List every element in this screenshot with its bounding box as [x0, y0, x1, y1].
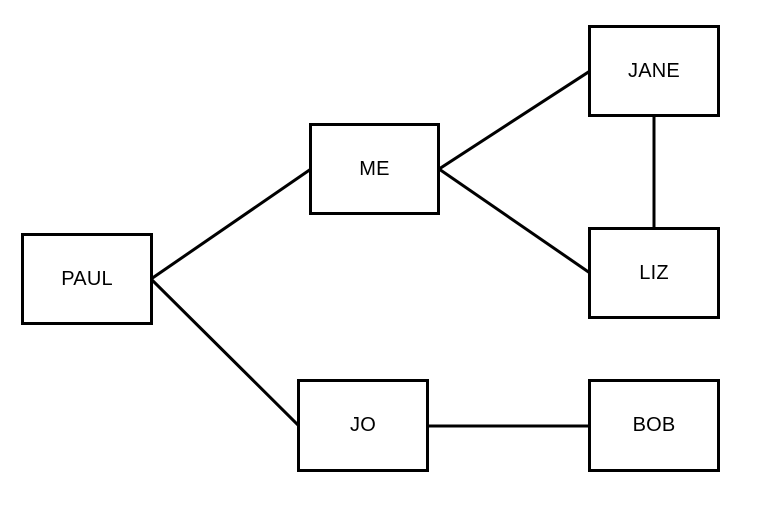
node-me: ME: [309, 123, 440, 215]
node-label: PAUL: [61, 267, 113, 290]
edge-me-jane: [436, 68, 593, 172]
node-bob: BOB: [588, 379, 720, 472]
node-label: LIZ: [639, 261, 669, 284]
node-label: BOB: [632, 414, 676, 436]
node-label: JANE: [628, 59, 680, 82]
node-label: ME: [359, 157, 390, 180]
edge-paul-jo: [148, 276, 302, 429]
edge-me-liz: [436, 166, 593, 276]
node-jane: JANE: [588, 25, 720, 117]
edge-paul-me: [148, 166, 314, 282]
node-jo: JO: [297, 379, 429, 472]
node-label: JO: [350, 414, 376, 436]
node-paul: PAUL: [21, 233, 153, 325]
node-liz: LIZ: [588, 227, 720, 319]
